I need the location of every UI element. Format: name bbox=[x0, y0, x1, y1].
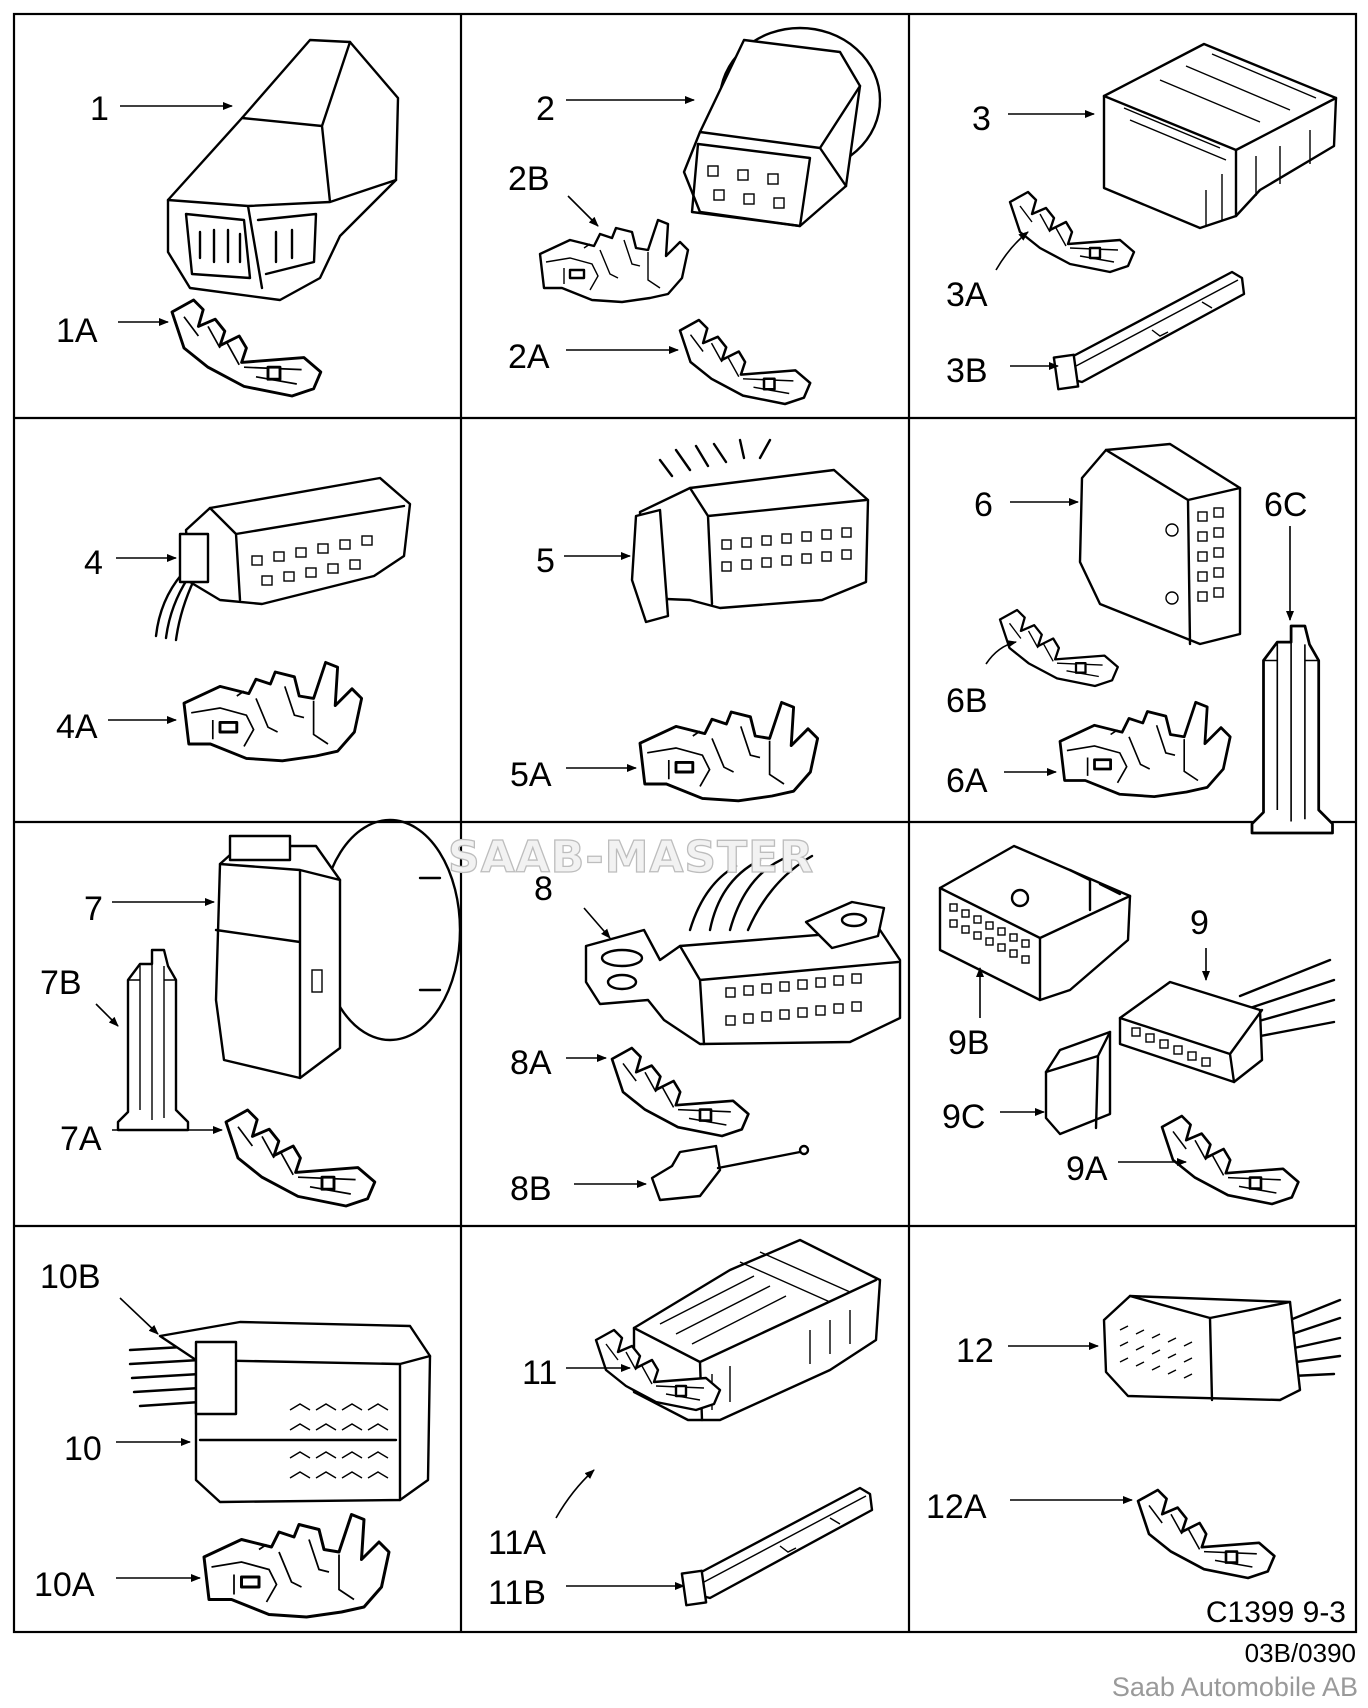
connector-5-drawing bbox=[630, 438, 870, 624]
terminal-2b-drawing bbox=[538, 218, 690, 304]
cover-9c-drawing bbox=[1044, 1030, 1112, 1136]
label-10a: 10A bbox=[34, 1566, 95, 1604]
terminal-8a-drawing bbox=[610, 1046, 750, 1138]
grid-frame bbox=[12, 12, 1358, 1634]
terminal-5a-drawing bbox=[638, 700, 820, 803]
label-3b: 3B bbox=[946, 352, 988, 390]
cell-2: 2 2B 2A bbox=[508, 26, 882, 406]
label-4: 4 bbox=[84, 544, 103, 582]
terminal-9a-drawing bbox=[1160, 1114, 1300, 1206]
terminal-2a-drawing bbox=[678, 318, 812, 406]
label-1: 1 bbox=[90, 90, 109, 128]
label-1a: 1A bbox=[56, 312, 98, 350]
connector-7-drawing bbox=[214, 818, 462, 1080]
connector-8-drawing bbox=[584, 854, 902, 1046]
cell-5: 5 5A bbox=[510, 438, 870, 803]
terminal-6b-drawing bbox=[998, 608, 1119, 688]
label-5: 5 bbox=[536, 542, 555, 580]
label-6c: 6C bbox=[1264, 486, 1307, 524]
label-2b: 2B bbox=[508, 160, 550, 198]
label-7: 7 bbox=[84, 890, 103, 928]
cell-12: 12 12A bbox=[926, 1294, 1342, 1580]
cell-6: 6 6C 6B 6A bbox=[946, 442, 1334, 835]
label-5a: 5A bbox=[510, 756, 552, 794]
label-8: 8 bbox=[534, 870, 553, 908]
spacer-6c-drawing bbox=[1250, 624, 1334, 835]
label-12a: 12A bbox=[926, 1488, 987, 1526]
connector-4-drawing bbox=[154, 476, 412, 642]
label-2: 2 bbox=[536, 90, 555, 128]
label-9: 9 bbox=[1190, 904, 1209, 942]
cell-9: 9 9B 9C 9A bbox=[938, 844, 1336, 1206]
label-6a: 6A bbox=[946, 762, 988, 800]
label-3a: 3A bbox=[946, 276, 988, 314]
clip-8b-drawing bbox=[650, 1144, 810, 1202]
label-2a: 2A bbox=[508, 338, 550, 376]
terminal-4a-drawing bbox=[182, 660, 364, 763]
label-10: 10 bbox=[64, 1430, 102, 1468]
watermark: SAAB-MASTER bbox=[448, 832, 814, 883]
label-11a: 11A bbox=[488, 1524, 546, 1562]
label-11: 11 bbox=[522, 1354, 557, 1392]
cell-10: 10B 10 10A bbox=[34, 1258, 432, 1619]
cell-11: 11 11A 11B bbox=[488, 1238, 882, 1612]
connector-1-drawing bbox=[166, 38, 400, 302]
connector-9-drawing bbox=[1118, 958, 1336, 1084]
connector-10-drawing bbox=[128, 1320, 432, 1504]
terminal-3a-drawing bbox=[1008, 190, 1136, 274]
label-8b: 8B bbox=[510, 1170, 552, 1208]
connector-6-drawing bbox=[1078, 442, 1242, 646]
connector-2-drawing bbox=[682, 26, 882, 228]
label-9c: 9C bbox=[942, 1098, 985, 1136]
cell-1: 1 1A bbox=[56, 38, 400, 398]
label-3: 3 bbox=[972, 100, 991, 138]
label-7a: 7A bbox=[60, 1120, 102, 1158]
label-9b: 9B bbox=[948, 1024, 990, 1062]
cell-8: 8 8A 8B bbox=[510, 854, 902, 1208]
lockbar-11b-drawing bbox=[680, 1486, 874, 1607]
terminal-7a-drawing bbox=[224, 1108, 377, 1208]
cell-7: 7 7B 7A bbox=[40, 818, 462, 1208]
connector-12-drawing bbox=[1102, 1294, 1342, 1402]
diagram-code: C1399 9-3 bbox=[1206, 1596, 1346, 1629]
spacer-7b-drawing bbox=[116, 948, 190, 1132]
revision-code: 03B/0390 bbox=[1244, 1638, 1356, 1668]
terminal-12a-drawing bbox=[1136, 1488, 1276, 1580]
lockbar-3b-drawing bbox=[1052, 270, 1246, 391]
label-7b: 7B bbox=[40, 964, 82, 1002]
terminal-1a-drawing bbox=[170, 298, 323, 398]
label-6b: 6B bbox=[946, 682, 988, 720]
label-11b: 11B bbox=[488, 1574, 546, 1612]
label-10b: 10B bbox=[40, 1258, 101, 1296]
connector-9b-drawing bbox=[938, 844, 1132, 1002]
label-12: 12 bbox=[956, 1332, 994, 1370]
cell-4: 4 4A bbox=[56, 476, 412, 763]
label-6: 6 bbox=[974, 486, 993, 524]
terminal-10a-drawing bbox=[202, 1513, 391, 1619]
label-9a: 9A bbox=[1066, 1150, 1108, 1188]
label-8a: 8A bbox=[510, 1044, 552, 1082]
connector-3-drawing bbox=[1102, 42, 1338, 230]
cell-3: 3 3A 3B bbox=[946, 42, 1338, 391]
terminal-6a-drawing bbox=[1058, 700, 1232, 798]
label-4a: 4A bbox=[56, 708, 98, 746]
company-name: Saab Automobile AB bbox=[1111, 1672, 1358, 1702]
